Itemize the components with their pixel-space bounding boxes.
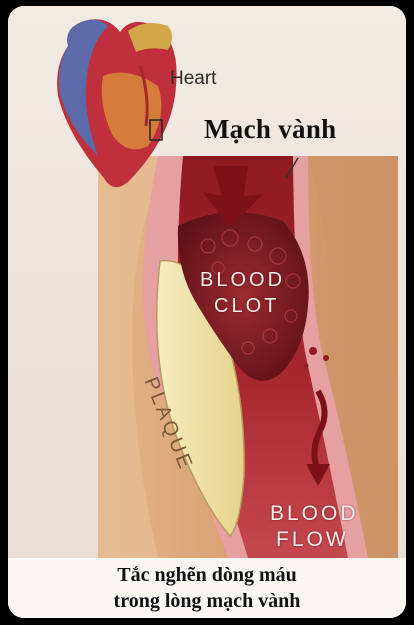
blood-clot-label-line-1: BLOOD xyxy=(200,269,285,292)
caption-line-2: trong lòng mạch vành xyxy=(8,588,406,614)
coronary-artery-label: Mạch vành xyxy=(204,114,336,145)
blood-flow-label-line-1: BLOOD xyxy=(270,502,359,526)
diagram-frame: Heart Mạch vành BLOOD CLOT PLAQUE BLOOD … xyxy=(8,6,406,618)
blood-clot-label-line-2: CLOT xyxy=(214,295,279,318)
caption-line-1: Tắc nghẽn dòng máu xyxy=(8,558,406,588)
heart-label: Heart xyxy=(170,68,216,90)
blood-flow-label-line-2: FLOW xyxy=(276,528,349,552)
artery-illustration xyxy=(8,6,406,618)
caption: Tắc nghẽn dòng máu trong lòng mạch vành xyxy=(8,558,406,618)
